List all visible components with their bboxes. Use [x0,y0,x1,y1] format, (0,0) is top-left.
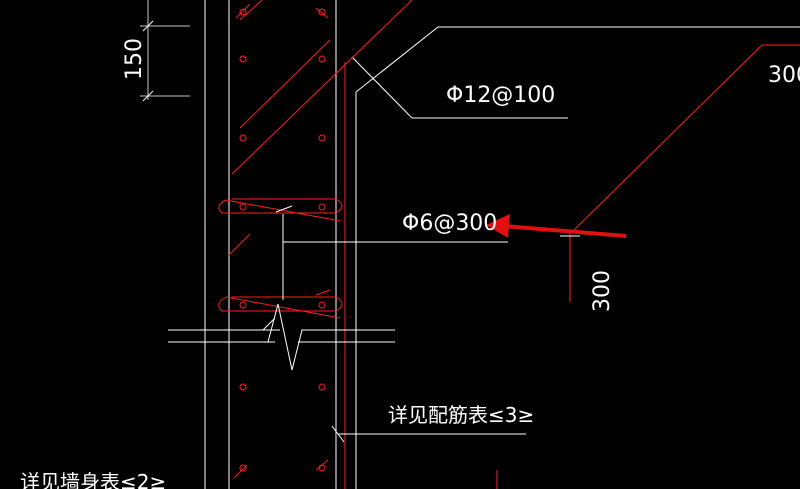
tie-bracket [275,205,508,300]
annotation-arrow [486,214,627,238]
break-line [168,303,395,371]
dimension-150: 150 [122,0,190,102]
dimension-300-vertical-label: 300 [590,270,615,312]
dimension-300-vertical [560,232,580,302]
note-rebar-table-leader [331,425,526,443]
dimension-300-right-label: 300 [768,63,800,88]
rebar-main-label: Φ12@100 [446,83,555,108]
dimension-150-label: 150 [122,38,147,80]
tie-hook-lower [218,296,343,319]
tie-hook-upper [218,198,343,222]
rebar-tie-label: Φ6@300 [402,211,497,236]
note-rebar-table: 详见配筋表≤3≥ [388,403,534,427]
rebar-dots [239,8,326,472]
wall-outline [204,0,357,489]
rebar-ticks [227,3,331,479]
note-bottom-left: 详见墙身表≤2≥ [20,470,166,489]
slab-outline [351,26,800,119]
diagonal-rebars [231,0,800,233]
